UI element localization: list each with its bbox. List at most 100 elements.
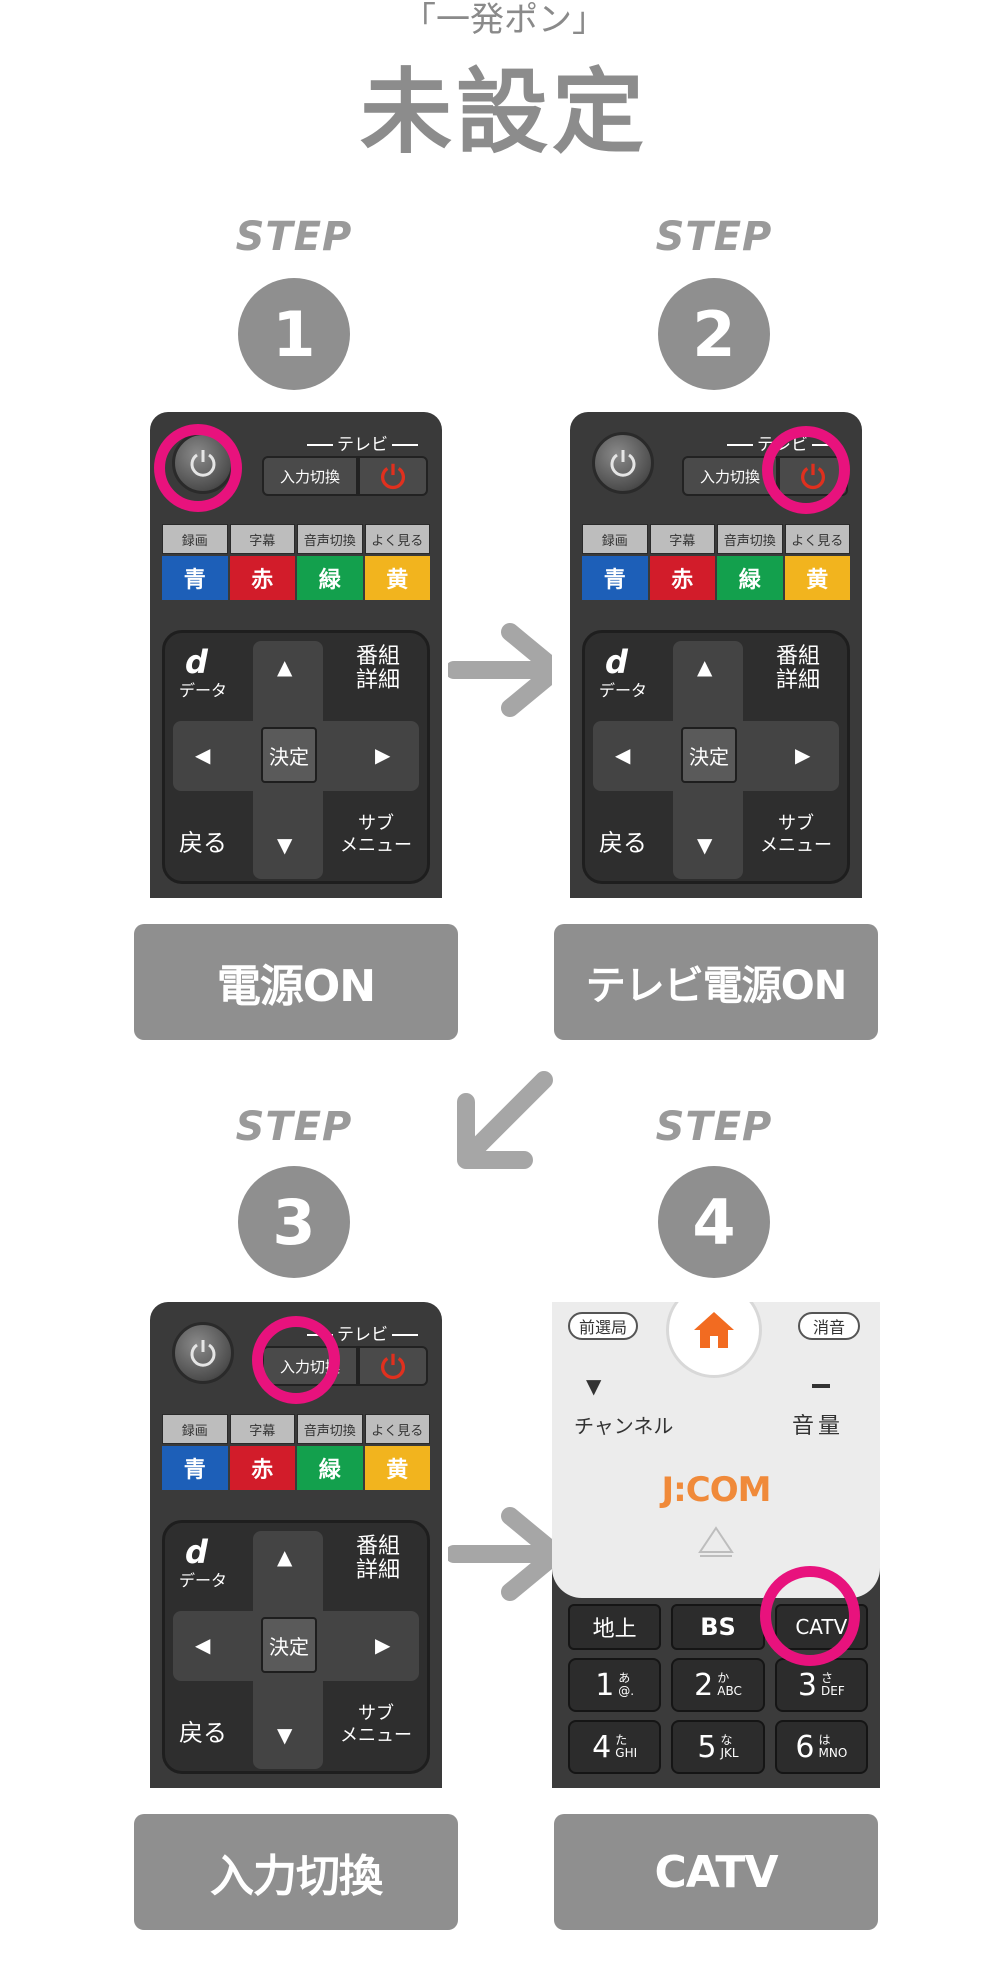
- data-key: データ: [599, 681, 648, 700]
- remote-body: テレビ 入力切換 録画 字幕 音声切換 よく見る 青 赤 緑 黄 d データ 番…: [570, 412, 862, 898]
- home-button: [666, 1302, 762, 1378]
- tv-label: テレビ: [295, 430, 430, 455]
- step-4-caption: CATV: [554, 1814, 878, 1930]
- arrow-right-icon: ▶: [795, 743, 811, 767]
- remote-white-panel: 前選局 消音 ▼ チャンネル 音量 J:COM: [552, 1302, 880, 1598]
- step-2-photo: テレビ 入力切換 録画 字幕 音声切換 よく見る 青 赤 緑 黄 d データ 番…: [552, 412, 880, 898]
- blue-key: 青: [582, 556, 648, 600]
- audio-key: 音声切換: [297, 1414, 363, 1444]
- step-2-caption: テレビ電源ON: [554, 924, 878, 1040]
- function-row: 録画 字幕 音声切換 よく見る: [162, 524, 430, 554]
- slide-triangle-icon: [698, 1526, 734, 1557]
- remote-body: テレビ 入力切換 録画 字幕 音声切換 よく見る 青 赤 緑 黄 d データ 番…: [150, 1302, 442, 1788]
- tv-label: テレビ: [295, 1320, 430, 1345]
- program-info-key: 番組 詳細: [355, 1534, 400, 1583]
- num-key-digit: 4: [592, 1729, 612, 1765]
- num-key-letters: あ @.: [618, 1671, 635, 1698]
- step-3-label: STEP: [235, 1104, 353, 1150]
- favorite-key: よく見る: [364, 524, 430, 554]
- arrow-down-left-icon: [457, 1071, 553, 1169]
- back-key: 戻る: [599, 829, 647, 857]
- rec-key: 録画: [582, 524, 648, 554]
- data-key: データ: [179, 681, 228, 700]
- bs-key: BS: [671, 1604, 765, 1650]
- arrow-down-icon: ▼: [277, 833, 293, 857]
- yellow-key: 黄: [364, 556, 430, 600]
- step-4-label: STEP: [655, 1104, 773, 1150]
- page-subtitle: 「一発ポン」: [402, 0, 606, 40]
- enter-key: 決定: [261, 727, 317, 783]
- green-key: 緑: [717, 556, 783, 600]
- sub-menu-key: サブ メニュー: [340, 1703, 412, 1746]
- dpad-panel: d データ 番組 詳細 ▲ ◀ ▶ ▼ 決定 戻る サブ メニュー: [162, 1520, 430, 1774]
- dpad-panel: d データ 番組 詳細 ▲ ◀ ▶ ▼ 決定 戻る サブ メニュー: [162, 630, 430, 884]
- num-key-letters: か ABC: [717, 1671, 742, 1698]
- dpad-panel: d データ 番組 詳細 ▲ ◀ ▶ ▼ 決定 戻る サブ メニュー: [582, 630, 850, 884]
- program-info-key: 番組 詳細: [355, 644, 400, 693]
- color-row: 青 赤 緑 黄: [162, 1446, 430, 1490]
- step-2-label: STEP: [655, 214, 773, 260]
- num-key-digit: 1: [595, 1667, 615, 1703]
- step-2-number: 2: [658, 278, 770, 390]
- mute-key: 消音: [798, 1312, 860, 1340]
- channel-down-icon: ▼: [586, 1374, 602, 1398]
- rec-key: 録画: [162, 1414, 228, 1444]
- num-key-letters: な JKL: [720, 1733, 739, 1760]
- green-key: 緑: [297, 556, 363, 600]
- arrow-down-icon: ▼: [697, 833, 713, 857]
- highlight-ring: [252, 1316, 340, 1404]
- power-button: [592, 432, 654, 494]
- red-key: 赤: [229, 1446, 295, 1490]
- volume-down-icon: [812, 1384, 830, 1388]
- enter-key: 決定: [681, 727, 737, 783]
- blue-key: 青: [162, 1446, 228, 1490]
- data-glyph: d: [185, 1533, 208, 1571]
- subtitle-key: 字幕: [229, 524, 295, 554]
- favorite-key: よく見る: [364, 1414, 430, 1444]
- num-key-digit: 6: [795, 1729, 815, 1765]
- num-key-letters: は MNO: [818, 1733, 848, 1760]
- data-glyph: d: [185, 643, 208, 681]
- power-icon: [610, 450, 636, 477]
- arrow-up-icon: ▲: [277, 655, 293, 679]
- num-key-digit: 3: [797, 1667, 817, 1703]
- input-switch-key: 入力切換: [262, 456, 358, 496]
- arrow-up-icon: ▲: [697, 655, 713, 679]
- yellow-key: 黄: [364, 1446, 430, 1490]
- green-key: 緑: [297, 1446, 363, 1490]
- arrow-right-icon: ▶: [375, 1633, 391, 1657]
- back-key: 戻る: [179, 829, 227, 857]
- blue-key: 青: [162, 556, 228, 600]
- step-1-label: STEP: [235, 214, 353, 260]
- enter-key: 決定: [261, 1617, 317, 1673]
- arrow-up-icon: ▲: [277, 1545, 293, 1569]
- step-3-caption: 入力切換: [134, 1814, 458, 1930]
- step-4-number: 4: [658, 1166, 770, 1278]
- num-key-digit: 5: [697, 1729, 717, 1765]
- subtitle-key: 字幕: [649, 524, 715, 554]
- rec-key: 録画: [162, 524, 228, 554]
- num-key-letters: た GHI: [615, 1733, 638, 1760]
- data-key: データ: [179, 1571, 228, 1590]
- color-row: 青 赤 緑 黄: [582, 556, 850, 600]
- data-glyph: d: [605, 643, 628, 681]
- step-1-caption: 電源ON: [134, 924, 458, 1040]
- step-1-photo: テレビ 入力切換 録画 字幕 音声切換 よく見る 青 赤 緑 黄 d データ 番…: [132, 412, 460, 898]
- tv-power-key: [358, 1346, 428, 1386]
- num-key-letters: さ DEF: [821, 1671, 845, 1698]
- num-key-digit: 2: [694, 1667, 714, 1703]
- arrow-left-icon: ◀: [615, 743, 631, 767]
- terrestrial-key: 地上: [568, 1604, 662, 1650]
- sub-menu-key: サブ メニュー: [760, 813, 832, 856]
- volume-label: 音量: [792, 1414, 845, 1439]
- audio-key: 音声切換: [717, 524, 783, 554]
- function-row: 録画 字幕 音声切換 よく見る: [582, 524, 850, 554]
- tv-power-key: [358, 456, 428, 496]
